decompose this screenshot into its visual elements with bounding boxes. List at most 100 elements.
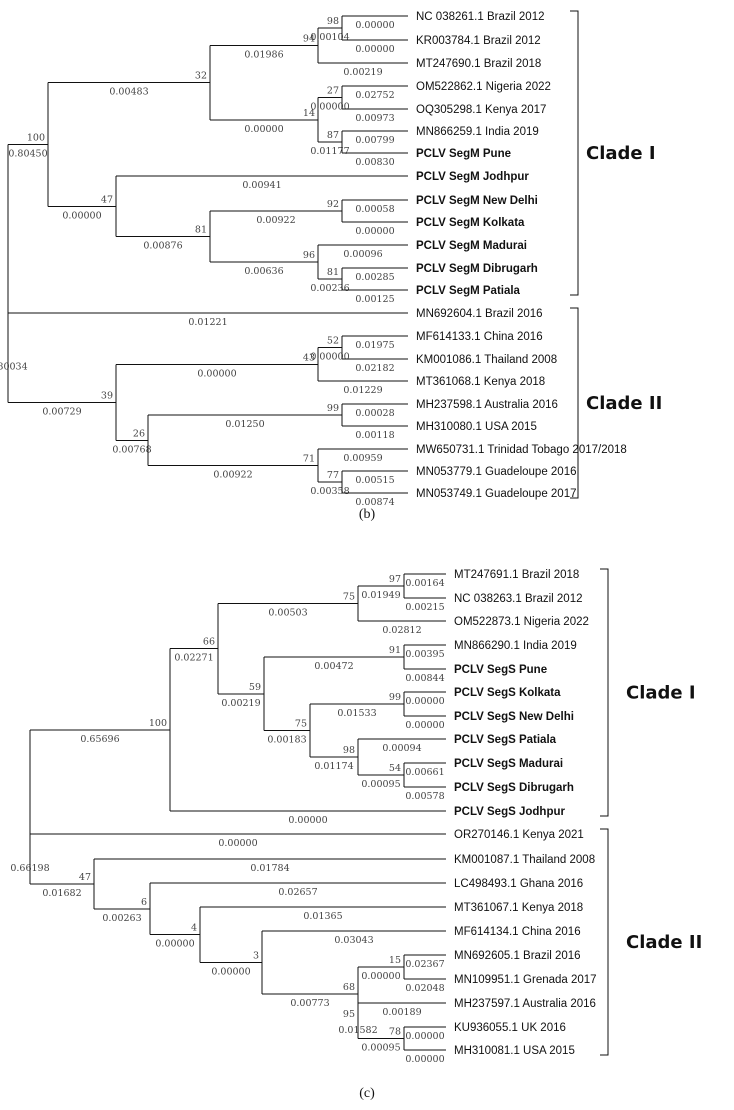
bootstrap-support-label: 54 (389, 763, 401, 774)
bootstrap-support-label: 3 (253, 950, 259, 961)
taxon-label: LC498493.1 Ghana 2016 (454, 878, 583, 890)
bootstrap-support-label: 81 (327, 267, 339, 278)
branch-length-label: 0.00000 (405, 696, 444, 707)
branch-length-label: 0.00095 (361, 779, 400, 790)
taxon-label: PCLV SegS Madurai (454, 758, 563, 770)
clade-bracket (600, 828, 609, 1056)
branch-length-label: 0.00922 (256, 215, 295, 226)
taxon-label: MW650731.1 Trinidad Tobago 2017/2018 (416, 444, 627, 456)
bootstrap-support-label: 75 (343, 592, 355, 603)
taxon-label: MH310080.1 USA 2015 (416, 421, 537, 433)
taxon-label: MH237597.1 Australia 2016 (454, 998, 596, 1010)
branch-length-label: 0.00799 (355, 135, 394, 146)
branch-length-label: 0.00000 (310, 102, 349, 113)
branch-length-label: 0.01365 (303, 911, 342, 922)
bootstrap-support-label: 47 (79, 872, 91, 883)
bootstrap-support-label: 39 (101, 390, 113, 401)
branch-length-label: 0.00000 (405, 1054, 444, 1065)
taxon-label: MH237598.1 Australia 2016 (416, 399, 558, 411)
branch-length-label: 0.00000 (310, 352, 349, 363)
branch-length-label: 0.01949 (361, 590, 400, 601)
branch-length-label: 0.00000 (197, 368, 236, 379)
bootstrap-support-label: 32 (195, 71, 207, 82)
branch-length-label: 0.00000 (244, 124, 283, 135)
bootstrap-support-label: 98 (343, 745, 355, 756)
taxon-label: MH310081.1 USA 2015 (454, 1045, 575, 1057)
branch-length-label: 0.03043 (334, 935, 373, 946)
branch-length-label: 0.01229 (343, 385, 382, 396)
branch-length-label: 0.00472 (314, 661, 353, 672)
branch-length-label: 0.02812 (382, 625, 421, 636)
branch-length-label: 0.00515 (355, 475, 394, 486)
branch-length-label: 0.00000 (405, 720, 444, 731)
branch-length-label: 0.00125 (355, 294, 394, 305)
bootstrap-support-label: 43 (303, 352, 315, 363)
branch-length-label: 0.02271 (174, 653, 213, 664)
bootstrap-support-label: 14 (303, 108, 315, 119)
branch-length-label: 0.00000 (155, 939, 194, 950)
branch-length-label: 0.00028 (355, 408, 394, 419)
bootstrap-support-label: 92 (327, 199, 339, 210)
taxon-label: PCLV SegM Dibrugarh (416, 263, 538, 275)
branch-length-label: 0.00000 (218, 838, 257, 849)
taxon-label: MN692605.1 Brazil 2016 (454, 950, 581, 962)
branch-length-label: 0.01533 (337, 708, 376, 719)
bootstrap-support-label: 96 (303, 250, 315, 261)
taxon-label: PCLV SegM Kolkata (416, 217, 525, 229)
branch-length-label: 0.00183 (267, 735, 306, 746)
bootstrap-support-label: 47 (101, 194, 113, 205)
taxon-label: MF614134.1 China 2016 (454, 926, 581, 938)
panel-label: (b) (359, 507, 376, 522)
taxon-label: MN053779.1 Guadeloupe 2016 (416, 466, 577, 478)
branch-length-label: 0.00058 (355, 204, 394, 215)
branch-length-label: 0.02182 (355, 363, 394, 374)
branch-length-label: 0.00973 (355, 113, 394, 124)
branch-length-label: 0.00000 (355, 226, 394, 237)
clade-label: Clade II (586, 393, 662, 414)
branch-length-label: 0.00095 (361, 1043, 400, 1054)
bootstrap-support-label: 99 (389, 692, 401, 703)
panel-label: (c) (359, 1086, 375, 1101)
branch-length-label: 0.00773 (290, 998, 329, 1009)
branch-length-label: 0.00000 (361, 971, 400, 982)
clade-bracket (570, 307, 579, 499)
taxon-label: MT361068.1 Kenya 2018 (416, 376, 545, 388)
bootstrap-support-label: 66 (203, 637, 215, 648)
bootstrap-support-label: 6 (141, 897, 147, 908)
branch-length-label: 0.00285 (355, 272, 394, 283)
taxon-label: PCLV SegS New Delhi (454, 711, 574, 723)
taxon-label: PCLV SegS Pune (454, 664, 547, 676)
taxon-label: KM001087.1 Thailand 2008 (454, 854, 595, 866)
bootstrap-support-label: 94 (303, 34, 315, 45)
branch-length-label: 0.01174 (314, 761, 353, 772)
bootstrap-support-label: 15 (389, 955, 401, 966)
bootstrap-support-label: 59 (249, 682, 261, 693)
branch-length-label: 0.00189 (382, 1007, 421, 1018)
branch-length-label: 0.00830 (355, 157, 394, 168)
bootstrap-support-label: 71 (303, 454, 315, 465)
bootstrap-support-label: 100 (27, 132, 45, 143)
taxon-label: MN053749.1 Guadeloupe 2017 (416, 488, 577, 500)
clade-label: Clade I (626, 683, 696, 704)
taxon-label: NC 038261.1 Brazil 2012 (416, 11, 545, 23)
branch-length-label: 0.00874 (355, 497, 394, 508)
taxon-label: PCLV SegS Kolkata (454, 687, 561, 699)
bootstrap-support-label: 81 (195, 225, 207, 236)
taxon-label: PCLV SegS Dibrugarh (454, 782, 574, 794)
branch-length-label: 0.80034 (0, 362, 28, 373)
branch-length-label: 0.00236 (310, 283, 349, 294)
branch-length-label: 0.00000 (288, 815, 327, 826)
branch-length-label: 0.01682 (42, 888, 81, 899)
taxon-label: OQ305298.1 Kenya 2017 (416, 104, 546, 116)
taxon-label: PCLV SegM New Delhi (416, 195, 538, 207)
taxon-label: KU936055.1 UK 2016 (454, 1022, 566, 1034)
branch-length-label: 0.00000 (355, 44, 394, 55)
branch-length-label: 0.01975 (355, 340, 394, 351)
branch-length-label: 0.00000 (62, 210, 101, 221)
taxon-label: OM522873.1 Nigeria 2022 (454, 616, 589, 628)
taxon-label: KM001086.1 Thailand 2008 (416, 354, 557, 366)
branch-length-label: 0.01250 (225, 419, 264, 430)
branch-length-label: 0.00000 (211, 966, 250, 977)
